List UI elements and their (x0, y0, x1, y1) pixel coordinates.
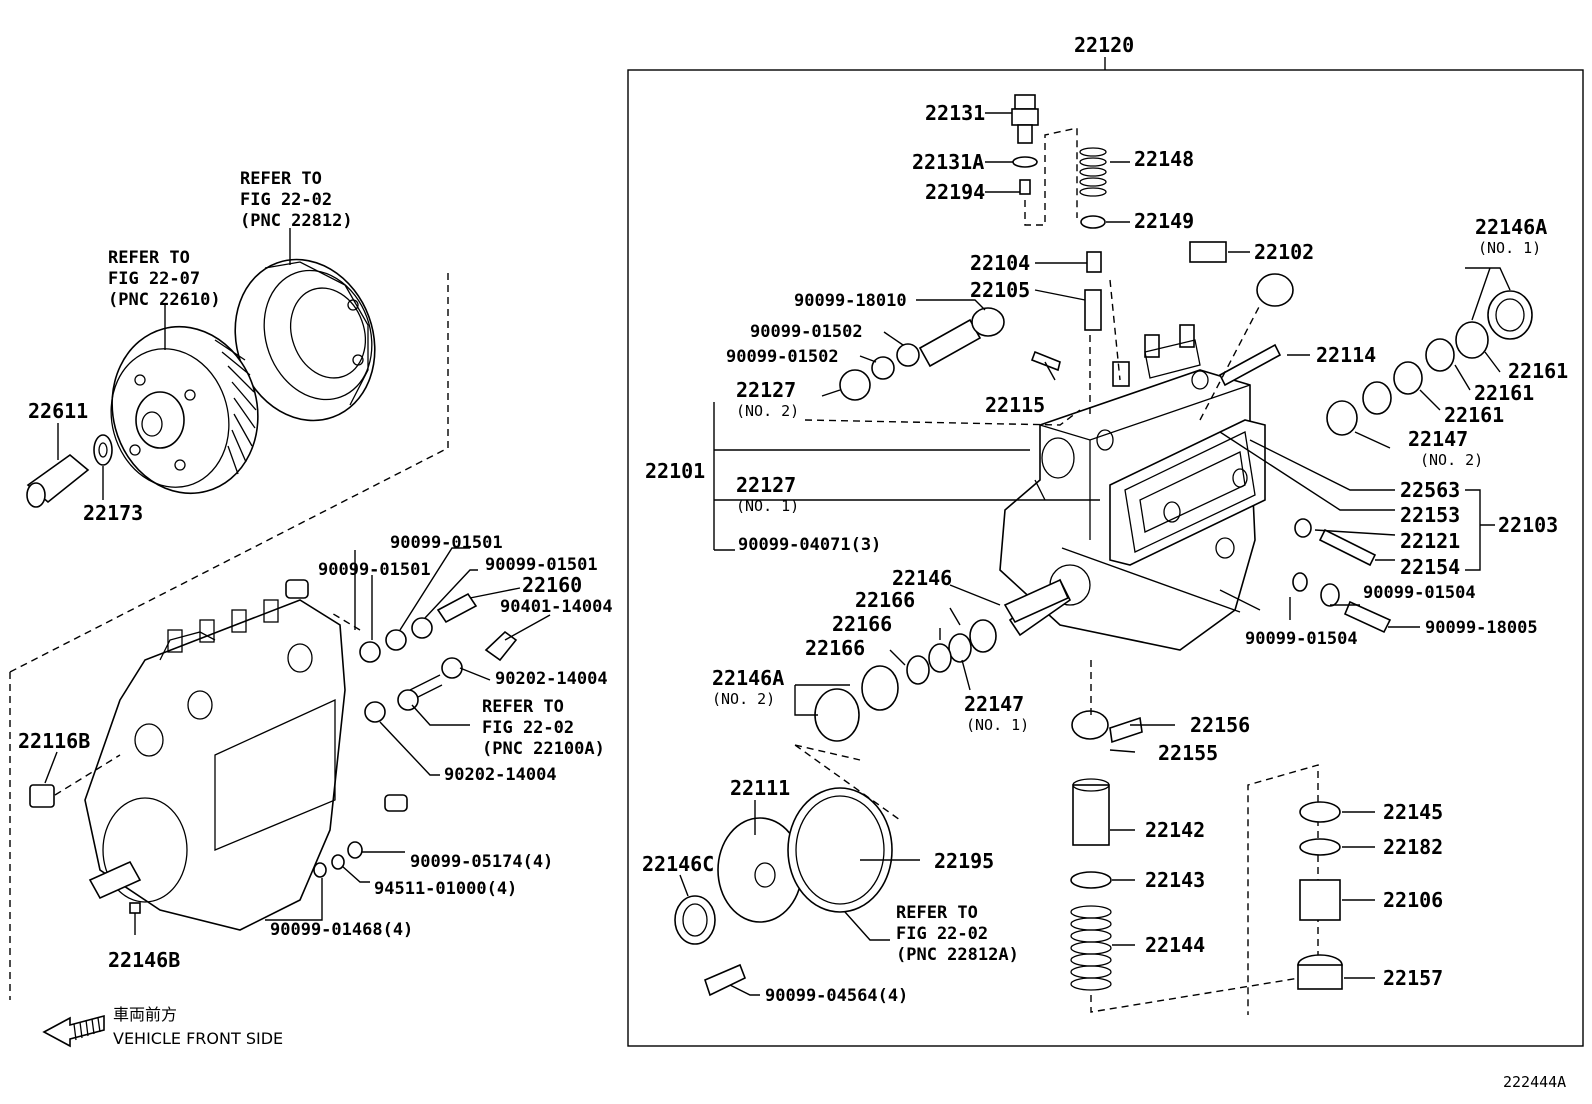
callout-22156[interactable]: 22156 (1190, 713, 1250, 737)
ref-label-line2[interactable]: FIG 22-02 (240, 190, 332, 210)
callout-90099-01501[interactable]: 90099-01501 (390, 533, 503, 553)
callout-22148[interactable]: 22148 (1134, 147, 1194, 171)
callout-90099-01502[interactable]: 90099-01502 (750, 322, 863, 342)
ref-label-line1: REFER TO (482, 697, 564, 717)
callout-22111[interactable]: 22111 (730, 776, 790, 800)
callout-90202-14004[interactable]: 90202-14004 (444, 765, 557, 785)
callout-22149[interactable]: 22149 (1134, 209, 1194, 233)
callout-22146[interactable]: 22146 (892, 566, 952, 590)
callout-90099-05174[interactable]: 90099-05174(4) (410, 852, 553, 872)
callout-22195[interactable]: 22195 (934, 849, 994, 873)
callout-22194[interactable]: 22194 (925, 180, 985, 204)
callout-90099-01468[interactable]: 90099-01468(4) (270, 920, 413, 940)
callout-22563[interactable]: 22563 (1400, 478, 1460, 502)
callout-90099-01501[interactable]: 90099-01501 (485, 555, 598, 575)
ref-label-line2[interactable]: FIG 22-02 (896, 924, 988, 944)
ref-label-line3: (PNC 22100A) (482, 739, 605, 759)
callout-22155[interactable]: 22155 (1158, 741, 1218, 765)
callout-94511-01000[interactable]: 94511-01000(4) (374, 879, 517, 899)
main-small-parts-drawing (674, 94, 1533, 1015)
callout-22153[interactable]: 22153 (1400, 503, 1460, 527)
callout-22173[interactable]: 22173 (83, 501, 143, 525)
callout-90099-01501[interactable]: 90099-01501 (318, 560, 431, 580)
callout-22102[interactable]: 22102 (1254, 240, 1314, 264)
ref-label-line2[interactable]: FIG 22-07 (108, 269, 200, 289)
callout-note: (NO. 1) (1478, 239, 1541, 257)
assembly-label[interactable]: 22120 (1074, 33, 1134, 57)
ref-label-line3: (PNC 22812A) (896, 945, 1019, 965)
callout-22106[interactable]: 22106 (1383, 888, 1443, 912)
callout-22115[interactable]: 22115 (985, 393, 1045, 417)
callout-22114[interactable]: 22114 (1316, 343, 1376, 367)
vehicle-front-en: VEHICLE FRONT SIDE (113, 1029, 283, 1048)
callout-22154[interactable]: 22154 (1400, 555, 1460, 579)
callout-90099-04564[interactable]: 90099-04564(4) (765, 986, 908, 1006)
vehicle-front-jp: 車両前方 (113, 1005, 177, 1024)
callout-22131A[interactable]: 22131A (912, 150, 984, 174)
callout-note: (NO. 2) (736, 402, 799, 420)
vehicle-front-arrow (42, 1014, 105, 1048)
callout-22161[interactable]: 22161 (1508, 359, 1568, 383)
callout-22116B[interactable]: 22116B (18, 729, 90, 753)
callout-90099-18010[interactable]: 90099-18010 (794, 291, 907, 311)
callout-22146A-no2[interactable]: 22146A (712, 666, 784, 690)
callout-22161[interactable]: 22161 (1474, 381, 1534, 405)
callout-22101[interactable]: 22101 (645, 459, 705, 483)
callout-22104[interactable]: 22104 (970, 251, 1030, 275)
ref-label-line3: (PNC 22812) (240, 211, 353, 231)
callout-90099-18005[interactable]: 90099-18005 (1425, 618, 1538, 638)
callout-22166[interactable]: 22166 (805, 636, 865, 660)
callout-22143[interactable]: 22143 (1145, 868, 1205, 892)
callout-22160[interactable]: 22160 (522, 573, 582, 597)
callout-22131[interactable]: 22131 (925, 101, 985, 125)
callout-22147-no2[interactable]: 22147 (1408, 427, 1468, 451)
callout-22121[interactable]: 22121 (1400, 529, 1460, 553)
callout-22105[interactable]: 22105 (970, 278, 1030, 302)
ref-label-line2[interactable]: FIG 22-02 (482, 718, 574, 738)
callout-22166[interactable]: 22166 (832, 612, 892, 636)
ref-label-line1: REFER TO (896, 903, 978, 923)
callout-22145[interactable]: 22145 (1383, 800, 1443, 824)
callout-22146C[interactable]: 22146C (642, 852, 714, 876)
callout-22103[interactable]: 22103 (1498, 513, 1558, 537)
callout-22161[interactable]: 22161 (1444, 403, 1504, 427)
callout-22127-no2[interactable]: 22127 (736, 378, 796, 402)
drive-gear-housing-drawing (26, 258, 376, 508)
callout-90099-04071[interactable]: 90099-04071(3) (738, 535, 881, 555)
callout-22142[interactable]: 22142 (1145, 818, 1205, 842)
callout-90099-01504[interactable]: 90099-01504 (1245, 629, 1358, 649)
callout-90401-14004[interactable]: 90401-14004 (500, 597, 613, 617)
callout-note: (NO. 1) (736, 497, 799, 515)
callout-90202-14004[interactable]: 90202-14004 (495, 669, 608, 689)
callout-90099-01504[interactable]: 90099-01504 (1363, 583, 1476, 603)
callout-note: (NO. 2) (712, 690, 775, 708)
callout-22157[interactable]: 22157 (1383, 966, 1443, 990)
callout-22127-no1[interactable]: 22127 (736, 473, 796, 497)
callout-22611[interactable]: 22611 (28, 399, 88, 423)
callout-22147-no1[interactable]: 22147 (964, 692, 1024, 716)
diagram-id: 222444A (1503, 1073, 1566, 1091)
callout-22182[interactable]: 22182 (1383, 835, 1443, 859)
callout-22144[interactable]: 22144 (1145, 933, 1205, 957)
pump-body-left-drawing (84, 579, 408, 931)
ref-label-line3: (PNC 22610) (108, 290, 221, 310)
callout-22146A-no1[interactable]: 22146A (1475, 215, 1547, 239)
left-labels: 22611 22173 REFER TO FIG 22-07 (PNC 2261… (18, 169, 613, 972)
callout-22166[interactable]: 22166 (855, 588, 915, 612)
callout-22146B[interactable]: 22146B (108, 948, 180, 972)
ref-label-line1: REFER TO (108, 248, 190, 268)
callout-note: (NO. 2) (1420, 451, 1483, 469)
callout-note: (NO. 1) (966, 716, 1029, 734)
ref-label-line1: REFER TO (240, 169, 322, 189)
callout-90099-01502[interactable]: 90099-01502 (726, 347, 839, 367)
main-labels: 22131 22131A 22194 22148 22149 22104 221… (642, 101, 1568, 1006)
